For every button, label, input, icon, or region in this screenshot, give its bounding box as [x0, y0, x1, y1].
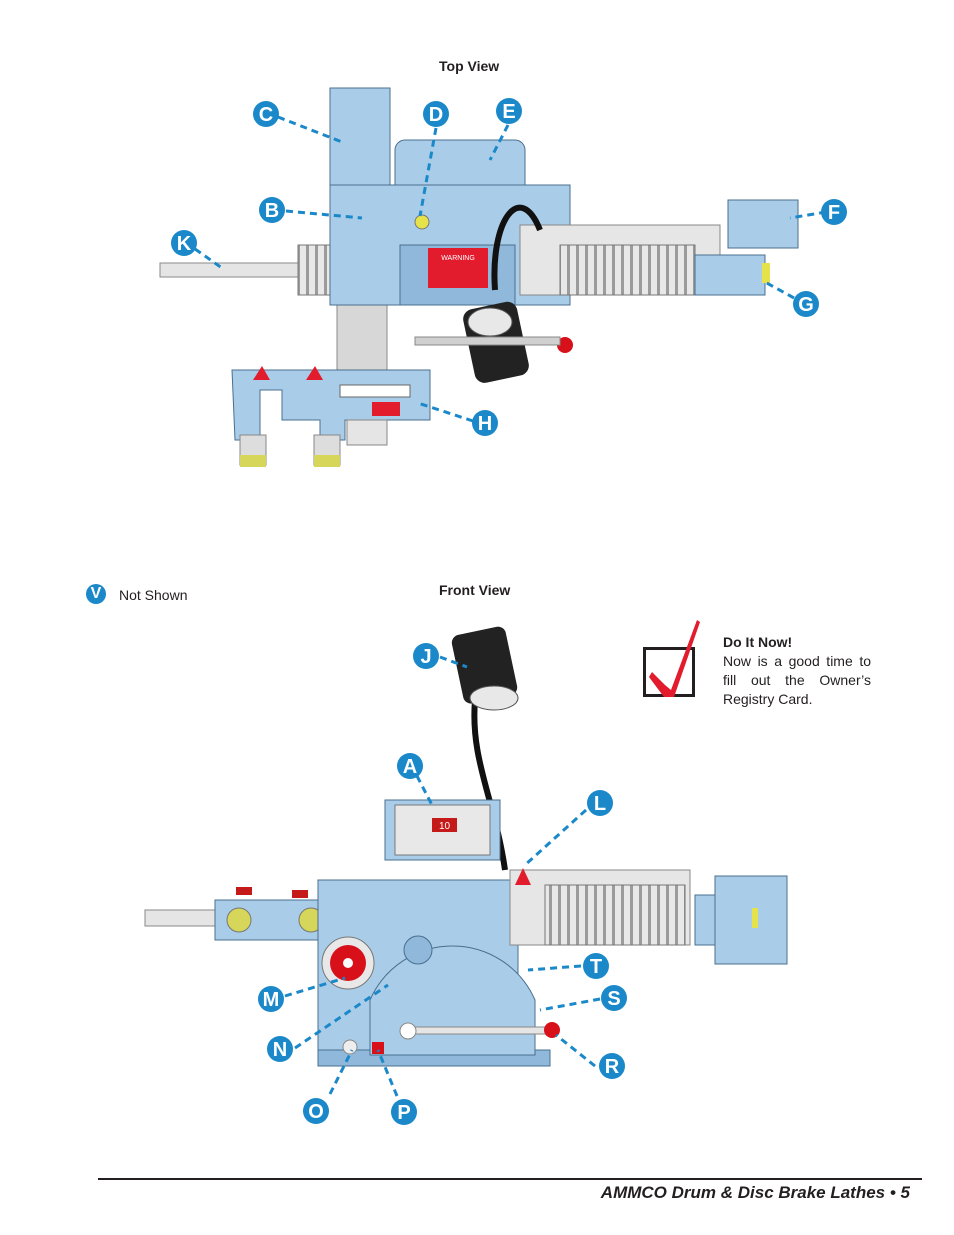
warning-label: WARNING	[441, 255, 475, 262]
do-it-now-body: Now is a good time to fill out the Owner…	[723, 653, 871, 707]
callout-s-letter: S	[607, 988, 620, 1010]
callout-j-letter: J	[420, 646, 431, 668]
footer-page-label: AMMCO Drum & Disc Brake Lathes • 5	[600, 1183, 910, 1202]
callout-m-letter: M	[263, 989, 280, 1011]
callout-n-letter: N	[273, 1039, 287, 1061]
callout-b-letter: B	[265, 200, 279, 222]
callout-s: S	[600, 984, 628, 1017]
callout-g: G	[792, 290, 820, 323]
callout-r: R	[598, 1052, 626, 1085]
front-view-machine: 10	[144, 626, 788, 1067]
callout-l-letter: L	[594, 793, 606, 815]
top-view-machine: WARNING	[159, 87, 799, 467]
callout-n: N	[266, 1035, 294, 1068]
callout-f-letter: F	[828, 202, 840, 224]
callout-c: C	[252, 100, 280, 133]
callout-v-badge: V	[86, 584, 106, 604]
callout-e: E	[495, 97, 523, 130]
front-view-title: Front View	[439, 582, 511, 598]
callout-d: D	[422, 100, 450, 133]
callout-b: B	[258, 196, 286, 229]
callout-m: M	[257, 985, 285, 1018]
callout-k-letter: K	[177, 233, 192, 255]
top-view-title: Top View	[439, 58, 500, 74]
callout-t-letter: T	[590, 956, 602, 978]
do-it-now-title: Do It Now!	[723, 634, 793, 650]
callout-h: H	[471, 409, 499, 442]
callout-l: L	[586, 789, 614, 822]
callout-a-letter: A	[403, 756, 417, 778]
not-shown-note: Not Shown	[119, 587, 188, 603]
callout-c-letter: C	[259, 104, 273, 126]
callout-f: F	[820, 198, 848, 231]
callout-e-letter: E	[502, 101, 515, 123]
leader-lines	[194, 115, 827, 1097]
callout-t: T	[582, 952, 610, 985]
callout-h-letter: H	[478, 413, 492, 435]
callout-o: O	[302, 1097, 330, 1130]
callout-p: P	[390, 1098, 418, 1131]
callout-p-letter: P	[397, 1102, 410, 1124]
callout-d-letter: D	[429, 104, 443, 126]
callout-k: K	[170, 229, 198, 262]
callout-j: J	[412, 642, 440, 675]
callout-r-letter: R	[605, 1056, 620, 1078]
footer-rule	[98, 1178, 922, 1180]
callout-g-letter: G	[798, 294, 814, 316]
callout-o-letter: O	[308, 1101, 324, 1123]
control-display: 10	[439, 821, 451, 832]
callout-a: A	[396, 752, 424, 785]
